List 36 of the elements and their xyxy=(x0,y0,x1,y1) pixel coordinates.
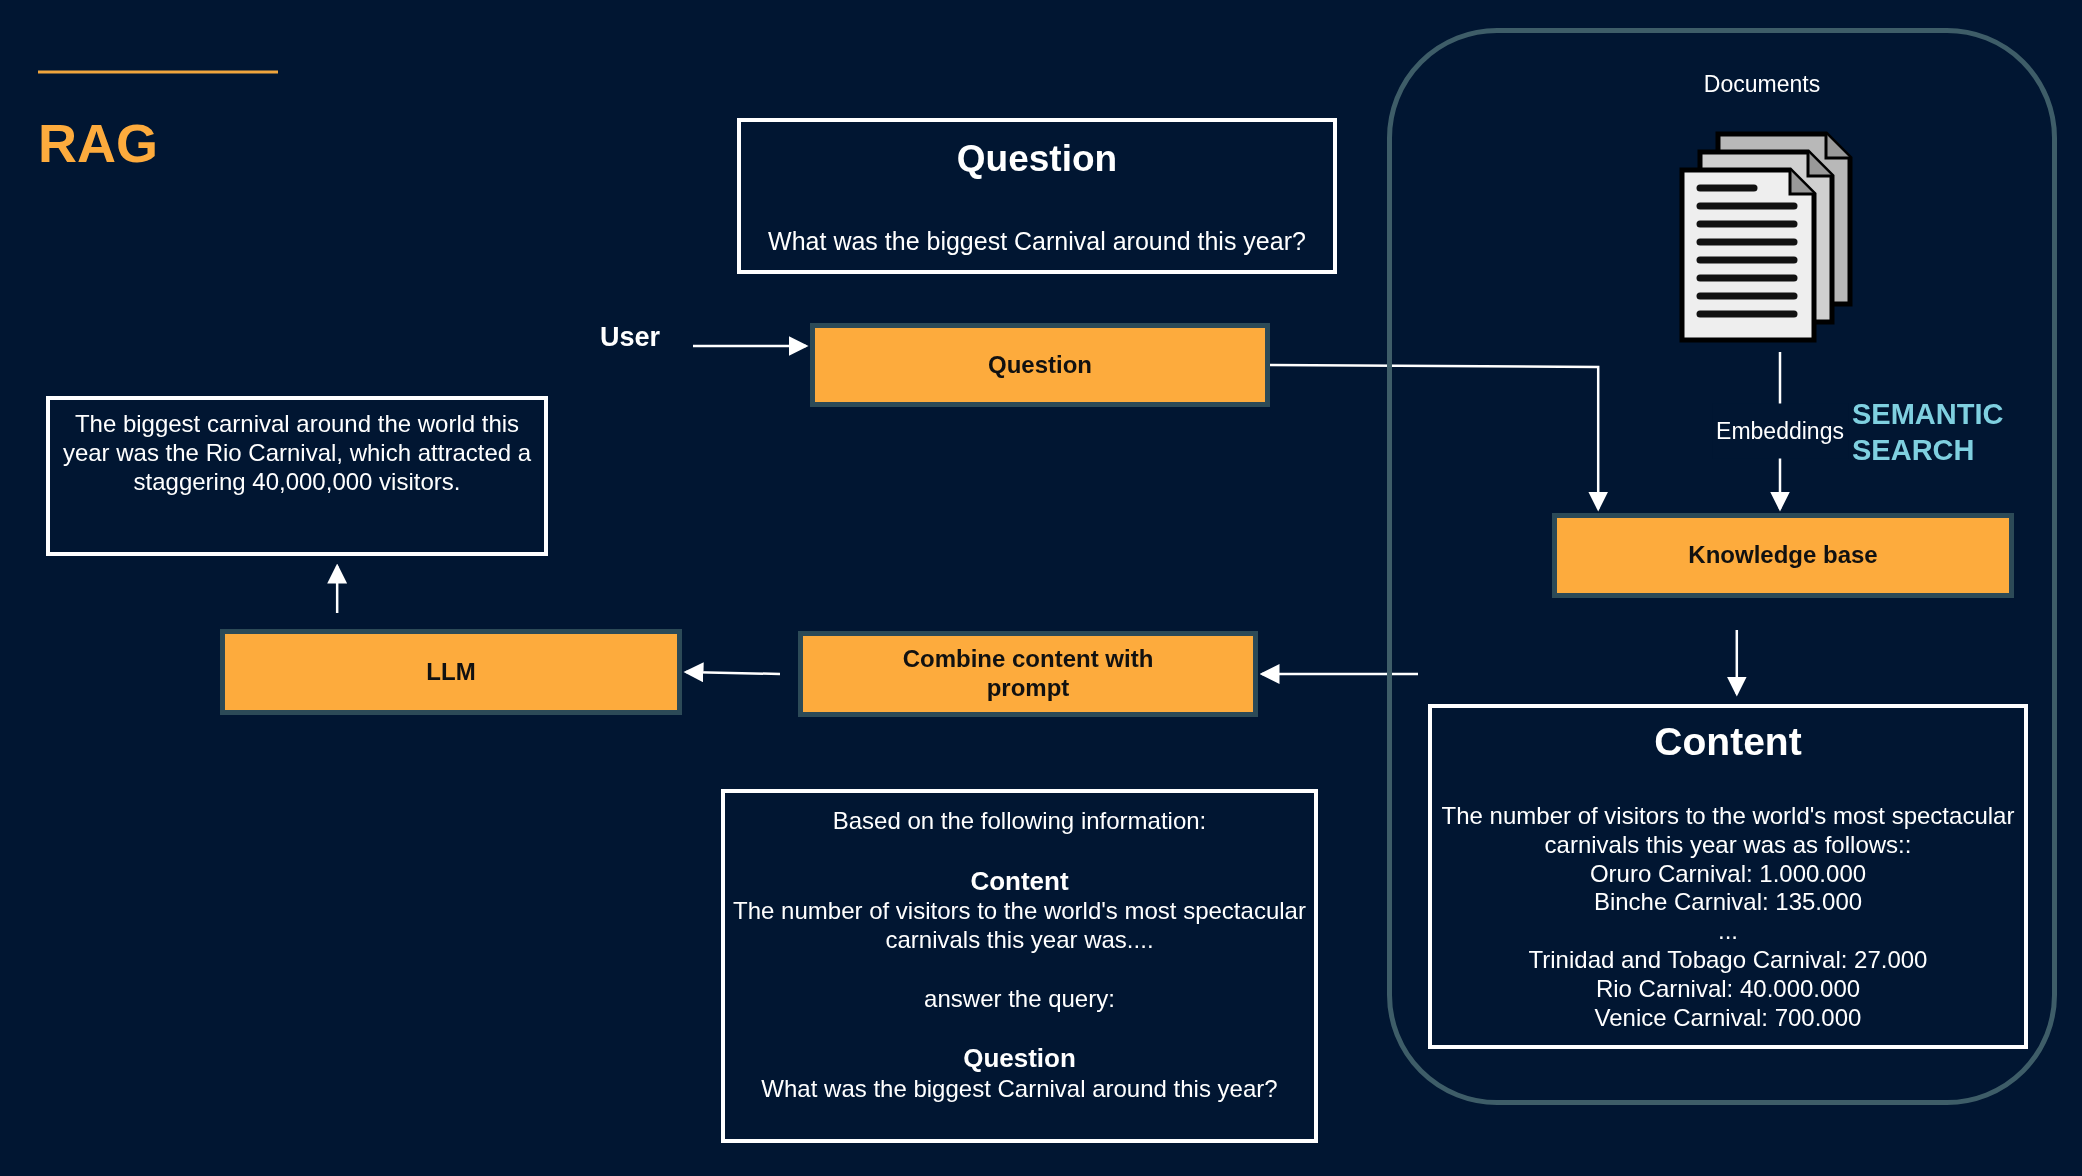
arrow xyxy=(1270,363,1609,512)
content-text: Binche Carnival: 135.000 xyxy=(1593,888,1863,918)
title: RAG xyxy=(38,112,158,174)
content-text: The number of visitors to the world's most spectacular carnivals this year was as follows:: xyxy=(1440,802,2016,860)
process-box: Combine content with prompt xyxy=(798,631,1258,717)
prompt-card xyxy=(721,789,1318,1143)
prompt-text: answer the query: xyxy=(924,984,1115,1014)
process-box: Knowledge base xyxy=(1552,513,2014,598)
content-text: ... xyxy=(1718,917,1738,946)
answer-text: The biggest carnival around the world this year was the Rio Carnival, which attracted a staggering 40,000,000 visitors. xyxy=(61,410,533,497)
card-heading: Content xyxy=(1654,720,1802,764)
question-text: What was the biggest Carnival around this year? xyxy=(768,227,1306,256)
process-box: Question xyxy=(810,323,1270,407)
group-container xyxy=(1387,28,2057,1105)
content-text: Trinidad and Tobago Carnival: 27.000 xyxy=(1528,946,1928,975)
documents-heading: Documents xyxy=(1702,71,1822,98)
prompt-text: What was the biggest Carnival around this year? xyxy=(761,1074,1278,1104)
prompt-heading: Question xyxy=(963,1043,1076,1075)
content-text: Oruro Carnival: 1.000.000 xyxy=(1589,859,1867,889)
content-text: Rio Carnival: 40.000.000 xyxy=(1595,974,1861,1004)
content-text: Venice Carnival: 700.000 xyxy=(1594,1003,1862,1033)
prompt-text: The number of visitors to the world's most spectacular carnivals this year was.... xyxy=(733,897,1306,955)
user-label: User xyxy=(600,322,680,358)
prompt-heading: Content xyxy=(970,865,1069,897)
prompt-text: Based on the following information: xyxy=(832,807,1207,836)
arrow xyxy=(693,336,809,356)
answer-card xyxy=(46,396,548,556)
content-card xyxy=(1428,704,2028,1049)
arrow xyxy=(683,662,781,683)
process-box: LLM xyxy=(220,629,682,715)
question-card xyxy=(737,118,1337,274)
card-heading: Question xyxy=(956,138,1118,180)
arrow xyxy=(327,563,348,613)
arrow xyxy=(1259,664,1418,684)
group-heading: SEMANTIC SEARCH xyxy=(1852,397,2005,469)
arrow xyxy=(1726,630,1747,697)
